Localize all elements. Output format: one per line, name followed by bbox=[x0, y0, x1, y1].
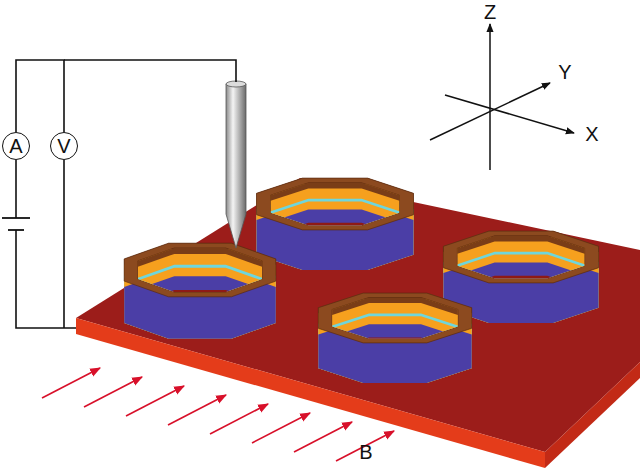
ring-stack bbox=[257, 178, 414, 270]
wire bbox=[16, 230, 76, 328]
meter-circle: V bbox=[50, 132, 78, 160]
battery-plate bbox=[8, 229, 24, 231]
ring-layer bbox=[318, 312, 471, 383]
field-arrow bbox=[294, 422, 352, 452]
wire bbox=[15, 160, 17, 218]
substrate-front bbox=[76, 318, 545, 468]
substrate-side bbox=[545, 362, 640, 468]
ring-hole bbox=[271, 183, 400, 265]
meter-symbol: V bbox=[57, 136, 70, 156]
field-arrow bbox=[168, 395, 226, 425]
probe-body bbox=[226, 84, 246, 248]
ring-inner-wall bbox=[271, 210, 400, 252]
wire bbox=[64, 60, 236, 82]
field-arrow bbox=[84, 377, 142, 407]
z-axis bbox=[489, 24, 491, 170]
meter-circle: A bbox=[2, 132, 30, 160]
ring-floor bbox=[138, 290, 262, 334]
axis-label: B bbox=[359, 442, 372, 462]
substrate bbox=[76, 178, 640, 468]
axes bbox=[430, 24, 574, 170]
axis-label: X bbox=[585, 124, 598, 144]
ring-stack bbox=[318, 293, 471, 383]
ring-hole bbox=[457, 236, 584, 318]
ring-stack bbox=[124, 243, 276, 339]
ring-hole bbox=[332, 298, 458, 379]
field-arrow bbox=[126, 386, 184, 416]
ring-layer bbox=[318, 293, 471, 383]
axis-label: Z bbox=[484, 2, 496, 22]
wire bbox=[63, 160, 65, 328]
y-axis bbox=[430, 83, 550, 140]
ring-floor bbox=[271, 223, 400, 265]
field-arrow bbox=[336, 431, 394, 461]
ring-floor bbox=[457, 276, 584, 318]
probe-tip bbox=[226, 81, 246, 248]
field-arrow bbox=[210, 404, 268, 434]
ring-inner-wall bbox=[457, 263, 584, 305]
ring-inner-wall bbox=[138, 276, 262, 320]
field-arrows bbox=[42, 368, 394, 461]
field-arrow bbox=[252, 413, 310, 443]
meter-symbol: A bbox=[9, 136, 22, 156]
ring-inner-wall bbox=[332, 324, 458, 365]
wire bbox=[16, 60, 64, 132]
circuit-wires bbox=[2, 60, 236, 328]
battery-plate bbox=[2, 217, 30, 219]
x-axis bbox=[445, 95, 574, 133]
ring-layer bbox=[257, 178, 414, 270]
ring-floor bbox=[332, 338, 458, 379]
axis-label: Y bbox=[558, 62, 571, 82]
ring-layer bbox=[124, 243, 276, 339]
ring-hole bbox=[138, 248, 262, 334]
field-arrow bbox=[42, 368, 100, 398]
